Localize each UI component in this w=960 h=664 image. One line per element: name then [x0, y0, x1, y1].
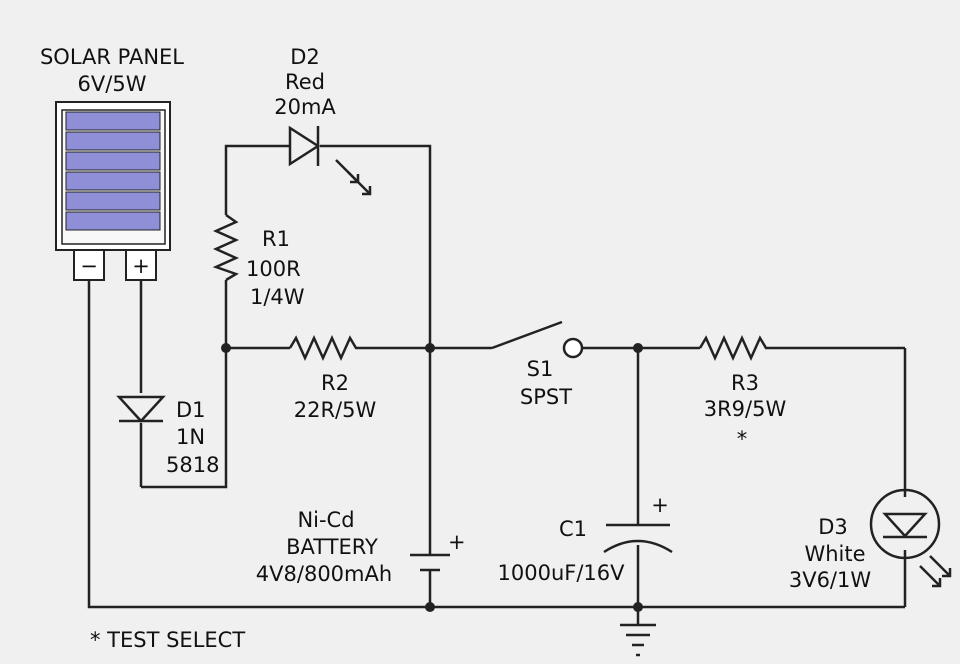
solar-panel-rating: 6V/5W	[78, 72, 147, 96]
c1-capacitor-symbol	[603, 523, 673, 554]
r1-value: 100R	[246, 257, 301, 281]
d1-diode-symbol	[116, 395, 166, 423]
d3-ref: D3	[818, 515, 848, 539]
junction-dot	[221, 343, 231, 353]
panel-minus-label: −	[80, 254, 98, 278]
d1-ref: D1	[176, 398, 206, 422]
r3-test-mark: *	[737, 427, 748, 451]
ground-symbol	[620, 623, 656, 657]
junctions	[221, 343, 643, 612]
d2-color: Red	[285, 70, 325, 94]
junction-dot	[633, 343, 643, 353]
d1-value: 1N	[176, 425, 205, 449]
d1-part: 5818	[166, 453, 219, 477]
r1-resistor-symbol	[212, 213, 240, 282]
r2-resistor-symbol	[288, 334, 362, 362]
panel-plus-terminal	[125, 249, 157, 281]
panel-minus-terminal	[73, 249, 105, 281]
s1-type: SPST	[520, 385, 572, 409]
r1-ref: R1	[262, 227, 290, 251]
test-select-note: * TEST SELECT	[90, 628, 245, 652]
d3-color: White	[804, 542, 865, 566]
s1-switch-symbol	[491, 320, 584, 359]
d3-rating: 3V6/1W	[789, 568, 872, 592]
d2-led-symbol	[288, 125, 372, 196]
battery-value: 4V8/800mAh	[256, 562, 392, 586]
d2-ref: D2	[290, 45, 320, 69]
r3-resistor-symbol	[698, 334, 777, 362]
battery-symbol	[410, 553, 450, 572]
s1-ref: S1	[527, 357, 554, 381]
r2-ref: R2	[321, 371, 349, 395]
c1-ref: C1	[559, 517, 587, 541]
d3-led-symbol	[869, 488, 952, 588]
c1-value: 1000uF/16V	[498, 561, 626, 585]
r1-power: 1/4W	[250, 285, 305, 309]
solar-panel: − + SOLAR PANEL 6V/5W	[40, 45, 184, 281]
junction-dot	[633, 602, 643, 612]
solar-panel-name: SOLAR PANEL	[40, 45, 184, 69]
battery-plus: +	[448, 530, 466, 554]
battery-chem: Ni-Cd	[297, 508, 354, 532]
r2-value: 22R/5W	[294, 398, 377, 422]
c1-plus: +	[651, 493, 669, 517]
solar-cells	[65, 111, 161, 231]
d2-current: 20mA	[274, 95, 336, 119]
wires	[87, 144, 907, 625]
panel-plus-label: +	[132, 254, 150, 278]
junction-dot	[425, 343, 435, 353]
battery-name: BATTERY	[286, 535, 378, 559]
junction-dot	[425, 602, 435, 612]
r3-ref: R3	[731, 371, 759, 395]
r3-value: 3R9/5W	[704, 397, 787, 421]
